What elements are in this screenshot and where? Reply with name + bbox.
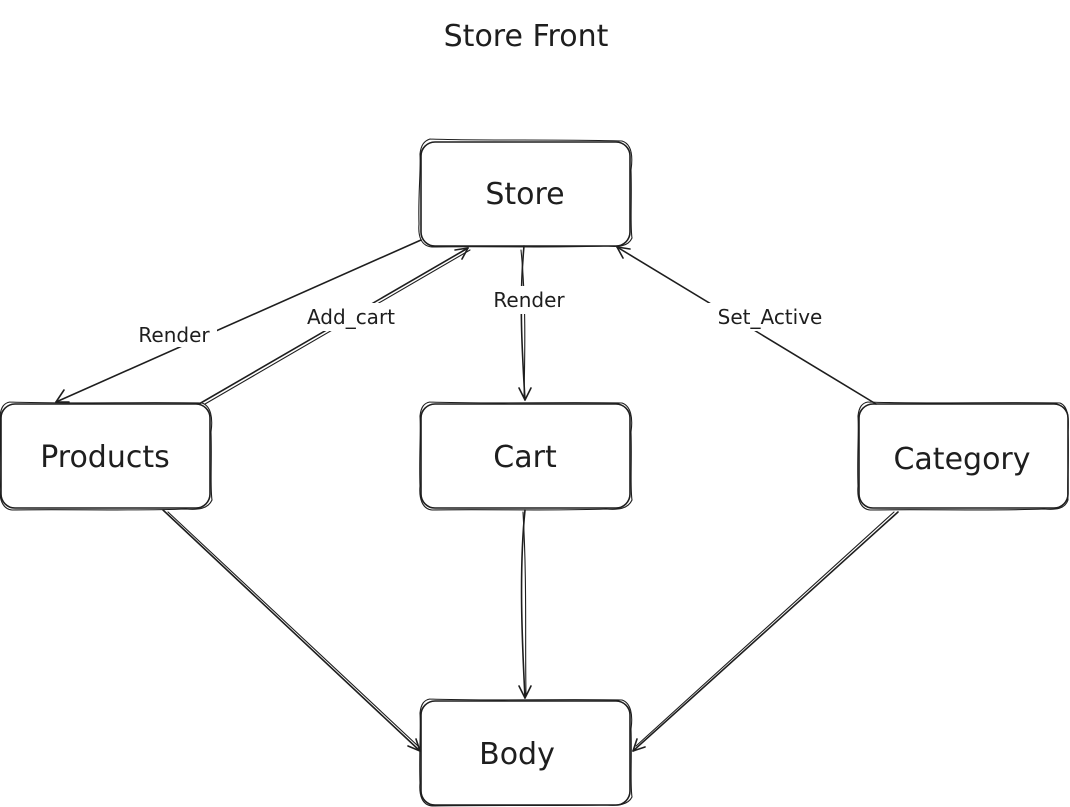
node-label: Products: [40, 440, 170, 475]
edge-store-to-cart: [518, 245, 532, 401]
edge-label-set-active: Set_Active: [700, 303, 840, 331]
edge-label-render-products: Render: [131, 321, 217, 347]
edge-cart-to-body: [518, 509, 532, 699]
node-label: Store: [485, 177, 564, 212]
edge-label-text: Set_Active: [718, 305, 823, 329]
edge-label-text: Render: [138, 323, 210, 347]
node-store[interactable]: Store: [418, 138, 633, 248]
node-category[interactable]: Category: [857, 401, 1069, 511]
edge-label-add-cart: Add_cart: [291, 303, 411, 331]
node-label: Body: [479, 737, 555, 772]
node-products[interactable]: Products: [0, 401, 213, 511]
node-body[interactable]: Body: [419, 698, 633, 807]
edge-label-text: Render: [493, 288, 565, 312]
diagram-title: Store Front: [444, 19, 609, 54]
edge-label-render-cart: Render: [484, 286, 574, 314]
node-cart[interactable]: Cart: [419, 401, 633, 511]
edge-label-text: Add_cart: [307, 305, 395, 329]
edge-products-to-body: [162, 509, 421, 752]
node-label: Category: [893, 442, 1030, 477]
edge-store-to-products: [55, 239, 422, 403]
node-label: Cart: [493, 440, 557, 475]
edge-category-to-body: [632, 511, 899, 752]
